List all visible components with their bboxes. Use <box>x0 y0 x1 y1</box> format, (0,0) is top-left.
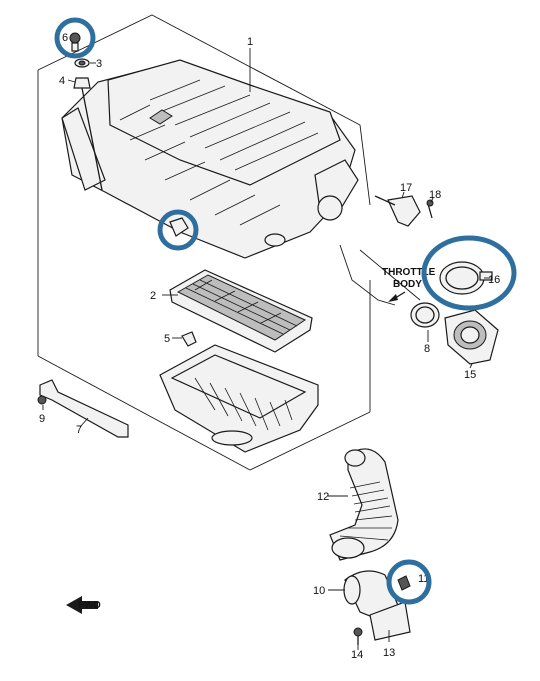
leader-lines <box>42 48 490 650</box>
callout-12: 12 <box>317 491 329 503</box>
callout-16: 16 <box>488 274 500 286</box>
highlight-ring-clamp-16 <box>421 235 517 311</box>
cover-ribs <box>119 79 319 226</box>
callout-14: 14 <box>351 649 363 661</box>
clamp-part-8 <box>410 302 440 328</box>
callout-2: 2 <box>150 290 156 302</box>
callout-15: 15 <box>464 369 476 381</box>
air-cleaner-upper-case <box>61 59 359 259</box>
clip-part-11-lower <box>397 575 411 591</box>
callout-7: 7 <box>76 424 82 436</box>
bracket-part-7 <box>39 379 129 438</box>
front-label: FWD <box>78 600 101 611</box>
bolt-part-9 <box>37 395 47 405</box>
front-arrow-icon <box>66 596 98 614</box>
grommet-part-3 <box>74 58 90 68</box>
bolt-part-14 <box>353 627 363 645</box>
clip-part-11-upper <box>169 217 189 237</box>
callout-13: 13 <box>383 647 395 659</box>
throttle-direction-arrow <box>388 291 406 302</box>
callout-18: 18 <box>429 189 441 201</box>
highlight-ring-clip-lower <box>386 559 432 605</box>
air-filter-element <box>169 269 313 353</box>
highlight-ring-bolt-top <box>54 17 96 59</box>
highlight-ring-clip-upper <box>157 209 199 251</box>
screw-part-18 <box>426 199 434 219</box>
grommet-part-4 <box>73 77 103 191</box>
assembly-frame-lines <box>37 14 421 471</box>
throttle-body-label-line1: THROTTLE <box>382 267 436 278</box>
hose-corrugations <box>339 481 393 541</box>
callout-17: 17 <box>400 182 412 194</box>
bolt-part-6 <box>69 32 81 52</box>
air-cleaner-lower-case <box>159 344 319 453</box>
throttle-adapter-part-15 <box>444 309 499 365</box>
callout-5: 5 <box>164 333 170 345</box>
callout-4: 4 <box>59 75 65 87</box>
callout-9: 9 <box>39 413 45 425</box>
clip-part-5 <box>181 331 197 347</box>
filter-pleats <box>185 279 298 335</box>
callout-1: 1 <box>247 36 253 48</box>
callout-10: 10 <box>313 585 325 597</box>
sensor-part-17 <box>374 195 421 227</box>
callout-11: 11 <box>418 573 429 585</box>
callout-6: 6 <box>62 32 68 44</box>
case-ribs <box>194 377 293 431</box>
callout-8: 8 <box>424 343 430 355</box>
bracket-part-13 <box>369 601 411 641</box>
throttle-body-label-line2: BODY <box>393 279 422 290</box>
intake-hose-part-12 <box>329 448 399 561</box>
callout-3: 3 <box>96 58 102 70</box>
clamp-part-16 <box>439 261 493 295</box>
